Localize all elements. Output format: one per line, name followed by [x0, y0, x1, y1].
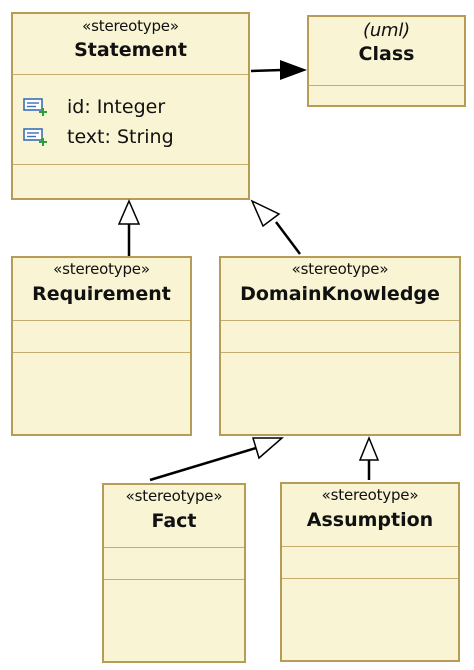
class-header: «stereotype» Requirement: [13, 260, 190, 305]
stereotype-label: «stereotype»: [125, 487, 223, 505]
section-divider: [104, 547, 244, 548]
attribute-row[interactable]: text: String: [23, 126, 174, 148]
class-header: «stereotype» DomainKnowledge: [221, 260, 459, 305]
class-assumption[interactable]: «stereotype» Assumption: [280, 482, 460, 662]
section-divider: [221, 352, 459, 353]
stereotype-label: «stereotype»: [82, 17, 179, 35]
section-divider: [282, 546, 458, 547]
section-divider: [13, 352, 190, 353]
arrowhead-filled: [280, 60, 307, 80]
class-header: (uml) Class: [309, 20, 464, 65]
attribute-row[interactable]: id: Integer: [23, 96, 165, 118]
generalization-edge: [250, 199, 301, 255]
stereotype-label: (uml): [363, 20, 410, 41]
generalization-edge: [117, 199, 141, 256]
class-name: Statement: [74, 39, 187, 61]
generalization-arrowhead: [117, 199, 141, 225]
generalization-arrowhead: [358, 436, 380, 461]
class-domain-knowledge[interactable]: «stereotype» DomainKnowledge: [219, 256, 461, 436]
class-name: Class: [358, 43, 415, 65]
class-header: «stereotype» Fact: [104, 487, 244, 532]
class-name: Fact: [151, 510, 197, 532]
section-divider: [221, 320, 459, 321]
generalization-edge: [358, 436, 380, 480]
association-edge: [250, 60, 307, 80]
class-statement[interactable]: «stereotype» Statement id: Integer text: [11, 12, 250, 200]
generalization-arrowhead: [250, 199, 281, 228]
class-name: Assumption: [306, 509, 434, 531]
class-header: «stereotype» Assumption: [282, 486, 458, 531]
stereotype-label: «stereotype»: [53, 260, 150, 278]
stereotype-label: «stereotype»: [321, 486, 419, 504]
section-divider: [104, 579, 244, 580]
class-name: DomainKnowledge: [240, 283, 440, 305]
section-divider: [13, 74, 248, 75]
attribute-text: id: Integer: [67, 96, 166, 118]
section-divider: [309, 85, 464, 86]
class-name: Requirement: [32, 283, 171, 305]
section-divider: [282, 578, 458, 579]
attribute-text: text: String: [67, 126, 174, 148]
class-fact[interactable]: «stereotype» Fact: [102, 483, 246, 663]
attribute-icon: [23, 98, 47, 116]
attribute-icon: [23, 128, 47, 146]
generalization-arrowhead: [251, 437, 285, 460]
stereotype-label: «stereotype»: [291, 260, 389, 278]
generalization-edge: [149, 437, 285, 482]
class-requirement[interactable]: «stereotype» Requirement: [11, 256, 192, 436]
section-divider: [13, 320, 190, 321]
statement-header: «stereotype» Statement: [13, 17, 248, 61]
section-divider: [13, 164, 248, 165]
class-uml-class[interactable]: (uml) Class: [307, 15, 466, 107]
